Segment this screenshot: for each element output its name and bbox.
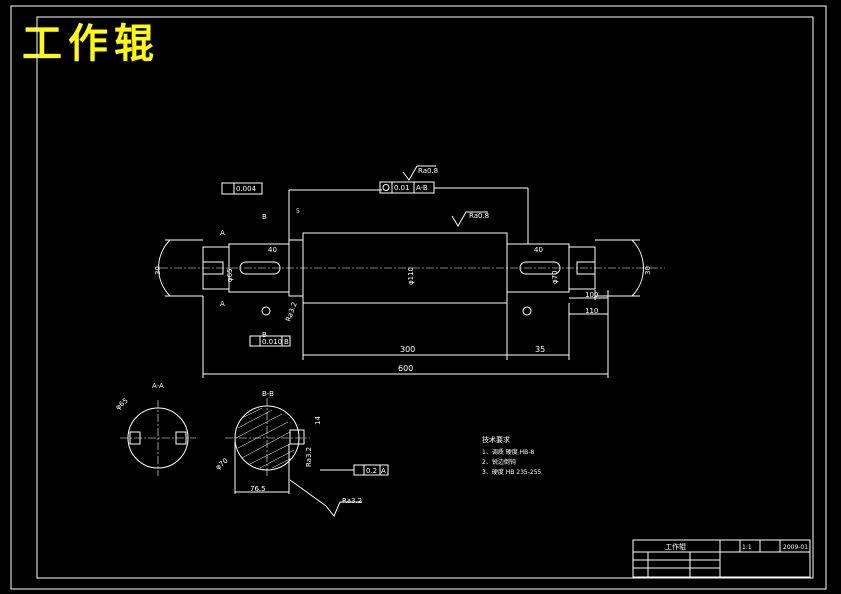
dim-100: 100	[585, 291, 598, 299]
notes-item-2: 2、锐边倒钝	[482, 458, 516, 466]
technical-notes: 技术要求 1、调质 硬度 HB-8 2、锐边倒钝 3、硬度 HB 235-255	[482, 435, 542, 476]
section-aa-dia: φ65	[114, 397, 130, 412]
section-aa-label: A-A	[152, 382, 164, 390]
cut-b-top: B	[262, 213, 267, 221]
circular-frame	[249, 335, 291, 347]
tol-datum-ab: A-B	[416, 184, 428, 192]
dim-35: 35	[535, 345, 545, 354]
title-block-scale: 1:1	[742, 544, 752, 551]
right-flat	[576, 261, 596, 275]
ra-mid: Ra0.8	[469, 212, 489, 220]
drawing-title: 工作辊	[22, 20, 160, 67]
dim-30-left: 30	[154, 266, 162, 275]
dim-600: 600	[398, 364, 413, 373]
tol-circular: 0.010	[262, 338, 282, 346]
inner-frame	[36, 16, 814, 579]
dim-30-right: 30	[644, 266, 652, 275]
shaft-view: 300 35 600 100 110 40 40 φ110 φ65 φ70 30…	[154, 165, 665, 378]
dim-5: 5	[296, 208, 300, 215]
tol-concentric: 0.01	[394, 184, 410, 192]
dim-40-right: 40	[534, 246, 543, 254]
dim-110: 110	[585, 307, 598, 315]
cut-b-bottom: B	[262, 331, 267, 339]
section-bb-key: 14	[314, 416, 322, 425]
section-bb-depth: 76.5	[250, 485, 266, 493]
right-keyway	[519, 261, 561, 275]
ra-sec-right: Ra3.2	[305, 447, 313, 467]
left-flat	[202, 261, 224, 275]
title-block: 工作辊 1:1 2009-01	[632, 539, 811, 578]
section-bb-dia: φ70	[214, 457, 230, 472]
tol-runout: 0.004	[236, 185, 257, 193]
section-bb: B-B 76.5 φ70 14 Ra3.2 0.2 A Ra3.2	[214, 390, 389, 517]
dim-dia-right: φ70	[551, 270, 559, 284]
ra-sec-bottom: Ra3.2	[342, 497, 362, 505]
left-arc	[158, 239, 171, 297]
cut-a-top: A	[220, 229, 225, 237]
notes-heading: 技术要求	[482, 435, 510, 444]
right-arc	[631, 239, 644, 297]
cut-a-bottom: A	[220, 300, 225, 308]
left-keyway	[239, 261, 281, 275]
section-aa: A-A φ65	[114, 382, 196, 476]
outer-frame	[10, 5, 827, 590]
tol-flat: 0.2	[366, 467, 377, 475]
dim-dia-left: φ65	[226, 268, 234, 282]
dim-300: 300	[400, 345, 415, 354]
tol-datum-a: A	[381, 467, 386, 475]
notes-item-1: 1、调质 硬度 HB-8	[482, 448, 534, 456]
runout-frame	[221, 182, 263, 195]
ra-top: Ra0.8	[418, 167, 438, 175]
ra-left-low: Ra3.2	[284, 301, 298, 323]
dim-40-left: 40	[268, 246, 277, 254]
notes-item-3: 3、硬度 HB 235-255	[482, 468, 542, 476]
title-block-name: 工作辊	[665, 542, 686, 551]
title-block-no: 2009-01	[783, 544, 808, 551]
dim-dia-body: φ110	[407, 267, 415, 285]
section-bb-label: B-B	[262, 390, 274, 398]
tol-datum-b: B	[284, 338, 289, 346]
